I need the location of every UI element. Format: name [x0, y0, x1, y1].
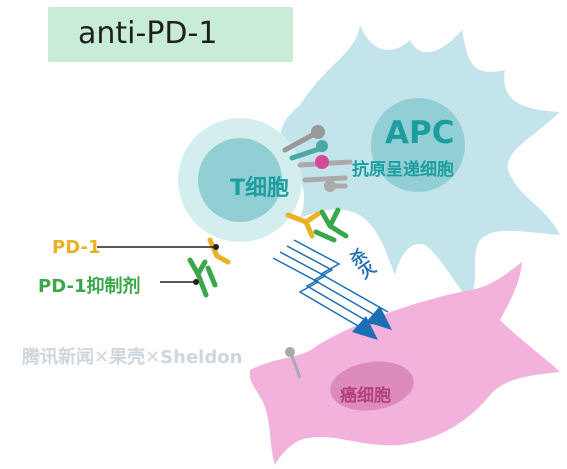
- inhibitor-label: PD-1抑制剂: [38, 276, 141, 297]
- kill-arrowhead-2: [366, 306, 392, 330]
- receptor-complexes: [282, 125, 353, 192]
- pd1-label: PD-1: [52, 237, 101, 258]
- pd1-receptor-right: [285, 207, 349, 243]
- title-box: [48, 7, 293, 62]
- t-cell-nucleus: [198, 138, 282, 222]
- grey-marker: [285, 347, 295, 357]
- pd1-receptor-left: [187, 237, 231, 298]
- watermark: 腾讯新闻✕果壳✕Sheldon: [22, 347, 243, 368]
- apc-label: APC: [385, 115, 455, 151]
- cancer-cell-label: 癌细胞: [340, 386, 391, 406]
- apc-full-label: 抗原呈递细胞: [352, 160, 454, 180]
- kill-arrows: [272, 239, 389, 331]
- page-title: anti-PD-1: [78, 16, 218, 51]
- t-cell-label: T细胞: [230, 176, 290, 201]
- cancer-cell: [249, 262, 560, 465]
- inhibitor-leader-dot: [193, 279, 199, 285]
- kill-arrowhead-1: [352, 316, 378, 340]
- pd1-leader-dot: [213, 244, 219, 250]
- apc-nucleus: [371, 98, 465, 192]
- cancer-nucleus: [330, 361, 414, 411]
- grey-marker-stem: [290, 355, 302, 379]
